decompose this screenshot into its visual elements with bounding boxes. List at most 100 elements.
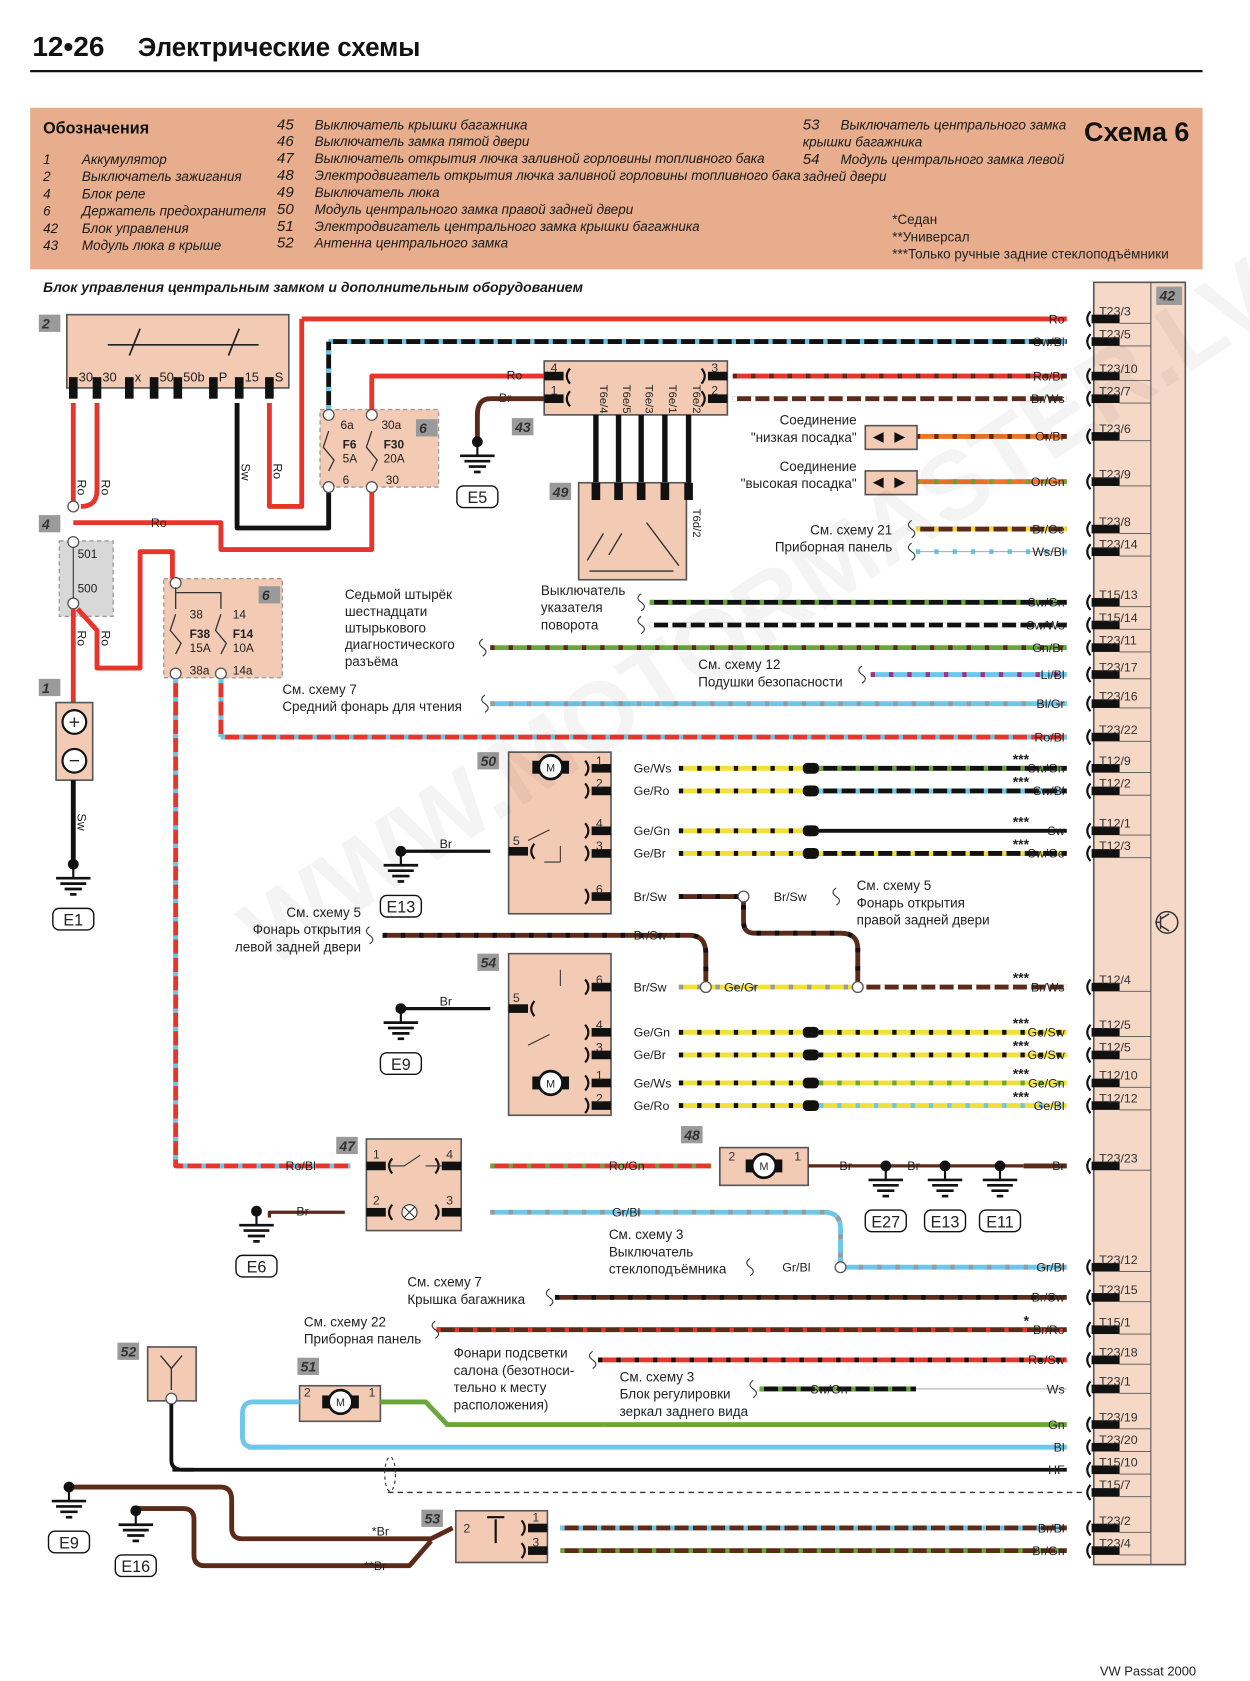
fuse-label: 14a — [233, 664, 253, 678]
wire-T23-14-pin — [1091, 547, 1120, 557]
fuse-holder-bottom-number: 6 — [262, 587, 270, 603]
wire-T23-6-socket — [1086, 428, 1092, 445]
wire-T23-8-socket — [1086, 520, 1092, 538]
ref-scheme-3a-line: стеклоподъёмника — [609, 1262, 727, 1277]
fuse-label: 30a — [381, 418, 401, 432]
legend-number: 51 — [277, 218, 294, 235]
motor-icon — [537, 1069, 564, 1097]
inline-connector — [802, 1077, 819, 1089]
fuel-flap-motor-number: 48 — [683, 1127, 700, 1143]
roof-t6e-label: T6e/4 — [597, 385, 609, 414]
junction — [699, 981, 712, 994]
ref-lamps-line: салона (безотноси- — [454, 1363, 575, 1378]
ref-scheme-7b-line: Крышка багажника — [407, 1292, 525, 1307]
wire-T23-1-label: Ws — [1047, 1382, 1065, 1396]
legend-note: **Универсал — [892, 229, 969, 244]
wire-T23-5-label: Sw/Bl — [1033, 335, 1065, 349]
roof-switch-pin — [591, 482, 601, 500]
legend-number: 2 — [42, 169, 51, 184]
wire-T23-22-socket — [1086, 728, 1092, 746]
fuel-switch-pin-4-plug — [441, 1161, 462, 1171]
wire-T15-7-pin — [1091, 1488, 1120, 1497]
wire-T23-5-socket — [1086, 333, 1092, 350]
wire-T23-12-socket — [1086, 1258, 1092, 1276]
battery-plus-icon — [61, 709, 88, 735]
wire-T23-7-socket — [1086, 390, 1092, 407]
ref-scheme-5-left-line: Фонарь открытия — [253, 922, 361, 937]
legend-item: Электродвигатель открытия лючка заливной… — [315, 168, 802, 183]
module-pin-number: 1 — [596, 754, 603, 768]
ref-high-ride-line: Соединение — [780, 459, 857, 474]
legend-number: 4 — [43, 186, 50, 201]
wire-T12-4-socket — [1086, 978, 1092, 996]
wire-T15-1-pin — [1091, 1325, 1120, 1335]
wire-T23-1-pin-label: T23/1 — [1099, 1375, 1131, 1389]
wire-T15-13-pin-label: T15/13 — [1099, 588, 1138, 602]
wire-T23-9-label: Or/Gn — [1031, 475, 1065, 489]
module-output-label: Br/Sw — [634, 980, 667, 994]
trunk-lock-motor-number: 51 — [301, 1359, 317, 1375]
wire-T23-11-pin-label: T23/11 — [1099, 633, 1137, 647]
ground-e16-label: E16 — [121, 1558, 150, 1576]
wire-T23-10-pin-label: T23/10 — [1099, 362, 1138, 376]
wire-T23-18-label: Ro/Sw — [1028, 1353, 1065, 1367]
wire-T12-5-pin-label: T12/5 — [1099, 1018, 1131, 1032]
fuse-rating: 15A — [190, 641, 211, 655]
module-54-pin-4-socket — [584, 1024, 590, 1041]
ref-lamps-line: расположения) — [454, 1397, 549, 1412]
footer-text: VW Passat 2000 — [1100, 1664, 1196, 1679]
wire-sedan-br — [68, 1484, 454, 1542]
relay-terminal — [67, 535, 80, 549]
fuse-rating: 20A — [384, 451, 405, 465]
wire-T12-4-label: Br/Ws — [1031, 980, 1065, 994]
wire-T23-9-socket — [1086, 473, 1092, 490]
legend-item: Антенна центрального замка — [314, 236, 509, 251]
wire-T23-14-pin-label: T23/14 — [1099, 537, 1138, 551]
module-50-pin-2-plug — [591, 786, 611, 796]
module-50-pin-3-plug — [591, 849, 611, 858]
wire-T23-22-pin — [1091, 732, 1120, 742]
high-ride-connector — [864, 470, 918, 496]
legend-number: 49 — [277, 184, 294, 201]
ignition-terminal-x — [125, 377, 134, 399]
motor-icon — [750, 1152, 778, 1180]
battery-badge — [38, 678, 61, 697]
ref-scheme-12-line: Подушки безопасности — [698, 674, 842, 689]
fuel-flap-motor-letter: M — [760, 1161, 769, 1173]
wire-label: Gr/Bl — [782, 1261, 810, 1275]
wire-br-sw-right-stripe — [678, 894, 861, 988]
ref-scheme-5-left-line: левой задней двери — [235, 939, 361, 954]
roof-pin-label: 3 — [711, 361, 718, 375]
ref-scheme-7a-line: Средний фонарь для чтения — [282, 699, 462, 714]
legend-number: 54 — [803, 151, 820, 168]
trunk-lock-motor-letter: M — [336, 1397, 345, 1409]
ref-scheme-5-right-line: Фонарь открытия — [857, 895, 965, 910]
wire-T15-14-label: Sw/Ws — [1026, 618, 1065, 632]
ignition-terminal-15 — [234, 377, 244, 399]
control-unit-42 — [1092, 281, 1187, 1566]
wire-T23-16-label: Bl/Gr — [1036, 697, 1064, 711]
wire-T23-16-socket — [1086, 695, 1092, 712]
roof-switch-pin — [636, 482, 646, 500]
wire-T23-20-label: Bl — [1054, 1440, 1065, 1454]
wire-T12-1-mark: *** — [1013, 813, 1030, 829]
wire-T23-4-label: Br/Gn — [1032, 1544, 1064, 1558]
ground-e6-label: E6 — [247, 1259, 267, 1277]
wire-T23-10-pin — [1091, 371, 1120, 381]
ref-scheme-5-right-line: См. схему 5 — [857, 878, 932, 893]
wire-break-icon — [858, 665, 866, 684]
ref-scheme-22-line: См. схему 22 — [304, 1314, 386, 1329]
wire-trunk-motor-gn — [380, 1399, 604, 1427]
wire-T23-7-label: Br/Ws — [1031, 392, 1065, 406]
wire-T23-11-socket — [1086, 639, 1092, 656]
roof-pin-1-socket — [565, 390, 571, 407]
roof-pin-3-socket — [700, 367, 706, 385]
wire-T23-18-pin-label: T23/18 — [1099, 1346, 1138, 1360]
wire-T15-14-pin-label: T15/14 — [1099, 611, 1138, 625]
wire-label: Br/Sw — [774, 890, 807, 904]
wire-T15-1-mark: * — [1024, 1312, 1030, 1328]
ref-diagnostic-line: диагностического — [345, 637, 455, 652]
ignition-terminal-label: 30 — [102, 369, 116, 384]
wire-30a-roof — [369, 373, 545, 410]
wire-T12-12-socket — [1086, 1097, 1092, 1114]
